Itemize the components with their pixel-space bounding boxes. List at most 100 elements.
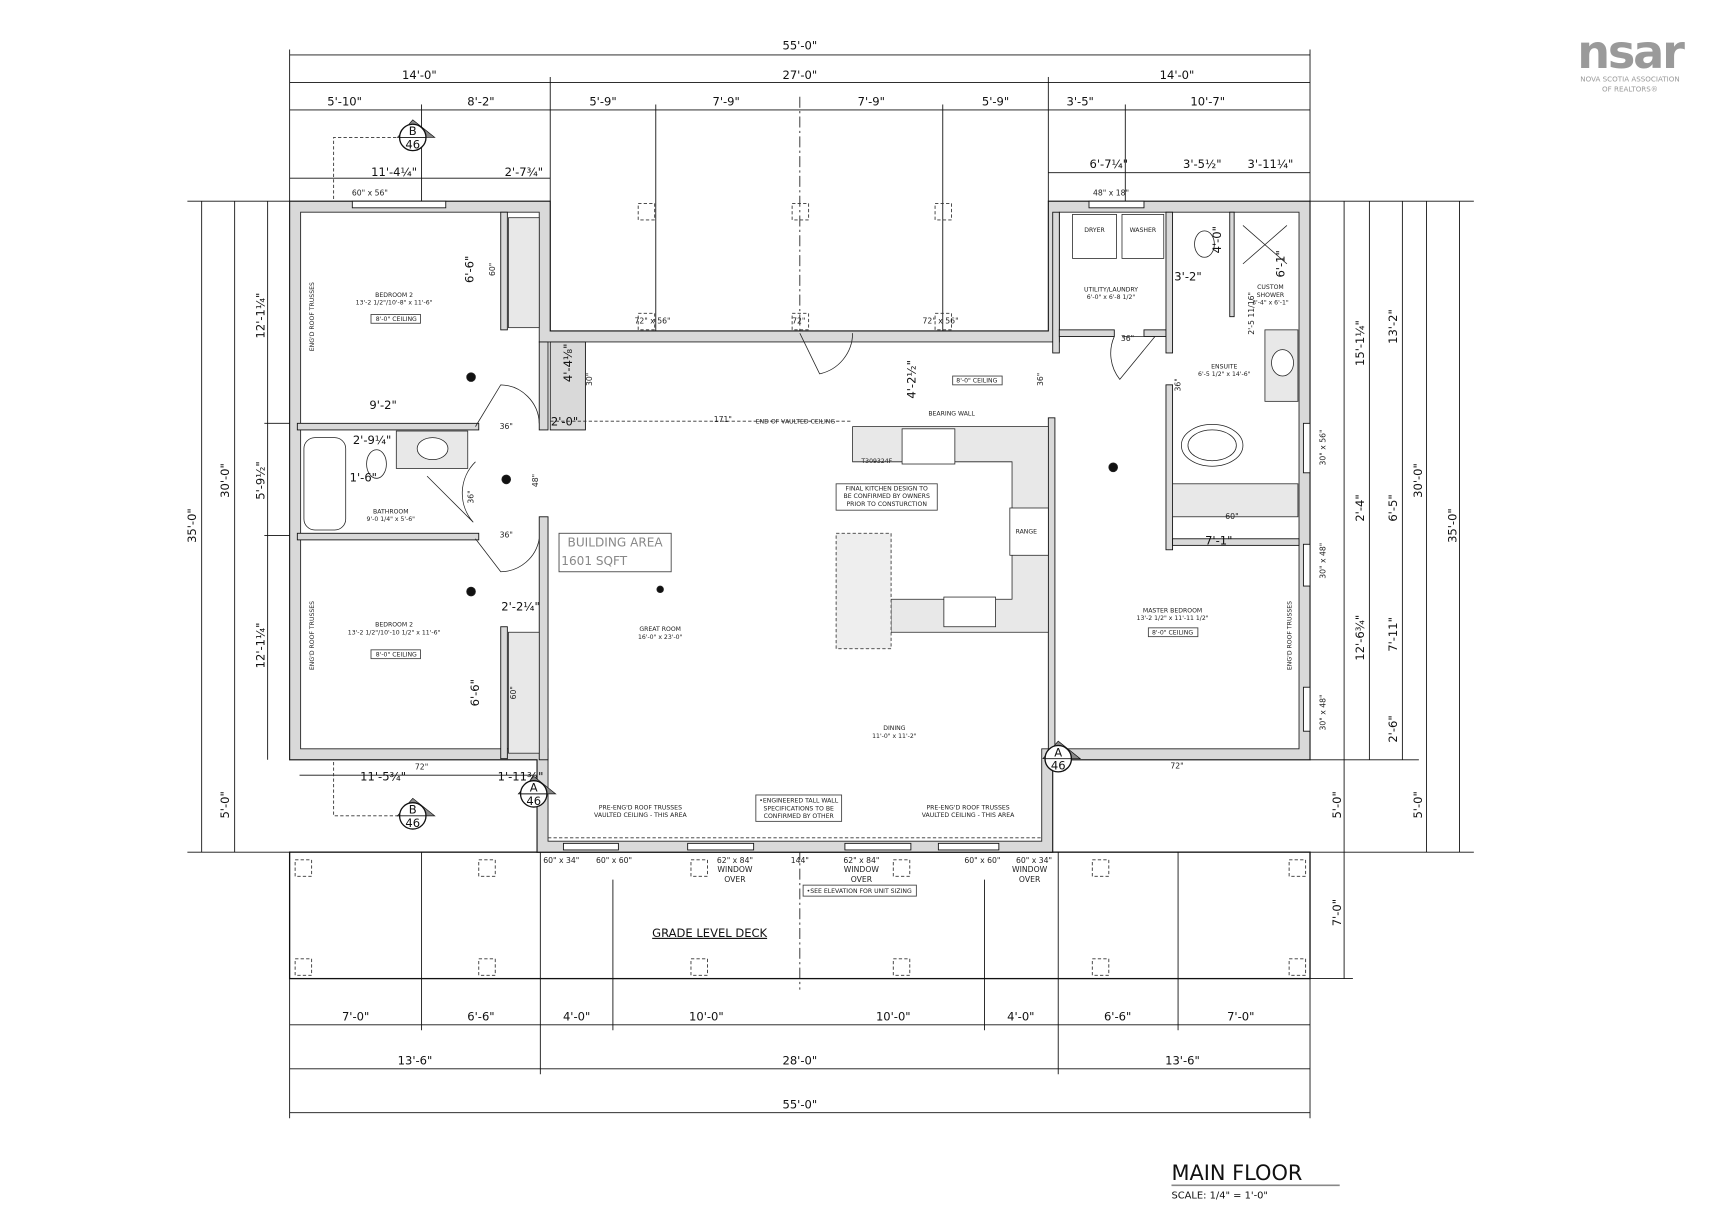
- size-label: 60" x 60": [964, 856, 1000, 865]
- dimension-label: 27'-0": [782, 68, 817, 82]
- size-label: 48": [531, 474, 540, 487]
- dimension-label: 5'-10": [327, 95, 362, 109]
- dimension-label: 12'-6¾": [1353, 615, 1367, 661]
- dimension-label: 2'-9¼": [353, 433, 392, 447]
- dimension-label: 7'-9": [712, 95, 739, 109]
- size-label: 62" x 84": [843, 856, 879, 865]
- section-sheet: 46: [405, 137, 420, 151]
- room-name: ENSUITE: [1211, 363, 1237, 370]
- size-label: 60" x 34": [543, 856, 579, 865]
- section-marker: B46: [396, 797, 436, 830]
- dimension-label: 5'-0": [1411, 791, 1425, 818]
- interior-walls: [296, 211, 1300, 761]
- room-size: 6'-5 1/2" x 14'-6": [1198, 371, 1251, 378]
- vaulted-note: VAULTED CEILING - THIS AREA: [922, 812, 1015, 819]
- ceiling-label: 8'-0" CEILING: [376, 651, 417, 658]
- dryer-label: DRYER: [1084, 227, 1105, 234]
- section-letter: A: [1054, 745, 1062, 759]
- room-name: UTILITY/LAUNDRY: [1084, 286, 1138, 293]
- ensuite-toilet: [1194, 230, 1215, 258]
- size-label: 60" x 34": [1016, 856, 1052, 865]
- dimension-label: 7'-0": [1227, 1009, 1254, 1023]
- dimension-label: 6'-7¼": [1090, 157, 1128, 171]
- dimension-label: 14'-0": [1160, 68, 1195, 82]
- window-over: WINDOW: [717, 865, 753, 874]
- window-over: WINDOW: [1012, 865, 1048, 874]
- dimension-label: 1'-6": [350, 471, 377, 485]
- section-sheet: 46: [526, 794, 541, 808]
- dimension-label: 15'-1¼": [1353, 320, 1367, 366]
- building-area-value: 1601 SQFT: [561, 554, 627, 568]
- size-label: 36": [1036, 373, 1045, 386]
- generated-labels: 55'-0"14'-0"27'-0"14'-0"5'-10"8'-2"5'-9"…: [185, 38, 1459, 1111]
- window-over: OVER: [724, 875, 746, 884]
- dimension-label: 6'-6": [468, 679, 482, 706]
- size-label: 48" x 18": [1093, 189, 1129, 198]
- size-label: 30": [585, 373, 594, 386]
- size-label: 60": [509, 686, 518, 699]
- windows: [351, 200, 1311, 851]
- dimension-label: 5'-0": [218, 791, 232, 818]
- room-name: BEDROOM 2: [375, 622, 413, 629]
- kitchen-note: PRIOR TO CONSTURCTION: [846, 501, 926, 508]
- vaulted-note: PRE-ENG'D ROOF TRUSSES: [599, 804, 682, 811]
- room-name: MASTER BEDROOM: [1143, 607, 1202, 614]
- section-letter: A: [530, 781, 538, 795]
- room-size: 3'-4" x 6'-1": [1252, 300, 1289, 307]
- dimension-label: 28'-0": [782, 1053, 817, 1067]
- end-vaulted-label: END OF VAULTED CEILING: [756, 418, 836, 425]
- dimension-label: 11'-5¾": [360, 770, 406, 784]
- svg-text:NOVA SCOTIA ASSOCIATION: NOVA SCOTIA ASSOCIATION: [1580, 74, 1679, 83]
- size-label: 60": [1225, 512, 1238, 521]
- washer: [1121, 214, 1165, 259]
- room-size: 11'-0" x 11'-2": [872, 733, 917, 740]
- window-over: WINDOW: [844, 865, 880, 874]
- dimension-label: 4'-0": [1007, 1009, 1034, 1023]
- dimension-label: 10'-0": [876, 1009, 911, 1023]
- dimension-label: 7'-0": [1330, 899, 1344, 926]
- bathtub: [303, 437, 347, 531]
- dimension-label: 7'-11": [1386, 617, 1400, 652]
- dimension-label: 2'-2¼": [501, 599, 540, 613]
- freestanding-tub: [1180, 424, 1244, 467]
- size-label: 36": [466, 490, 475, 503]
- size-label: 60" x 60": [596, 856, 632, 865]
- dimension-label: 10'-0": [689, 1009, 724, 1023]
- dimension-label: 30'-0": [1411, 463, 1425, 498]
- dimension-label: 2'-6": [1386, 715, 1400, 742]
- window-over: OVER: [851, 875, 873, 884]
- dimension-label: 3'-11¼": [1248, 157, 1294, 171]
- dimension-label: 8'-2": [467, 95, 494, 109]
- fixtures: [303, 214, 1299, 839]
- dimension-label: 55'-0": [782, 1097, 817, 1111]
- size-label: 72" x 56": [634, 316, 670, 325]
- fridge-model: T309324F: [860, 458, 892, 465]
- dimension-label: 5'-9": [589, 95, 616, 109]
- deck-label: GRADE LEVEL DECK: [652, 926, 767, 940]
- ceiling-label: 8'-0" CEILING: [376, 316, 417, 323]
- size-label: 72": [1170, 762, 1183, 771]
- dimension-label: 10'-7": [1190, 95, 1225, 109]
- dimension-label: 2'-0": [551, 415, 578, 429]
- dimension-label: 5'-9": [982, 95, 1009, 109]
- washer-label: WASHER: [1130, 227, 1157, 234]
- kitchen-island: [835, 532, 892, 650]
- section-sheet: 46: [405, 816, 420, 830]
- size-label: 2'-5 11/16": [1247, 292, 1256, 335]
- truss-note: ENG'D ROOF TRUSSES: [1286, 601, 1293, 670]
- room-size: 9'-0 1/4" x 5'-6": [367, 516, 416, 523]
- elevation-note: •SEE ELEVATION FOR UNIT SIZING: [807, 888, 912, 895]
- ceiling-label: 8'-0" CEILING: [1152, 629, 1193, 636]
- size-label: 72": [792, 316, 805, 325]
- dimension-label: 13'-6": [398, 1053, 433, 1067]
- size-label: 36": [1121, 334, 1134, 343]
- dimension-label: 4'-4⅛": [561, 344, 575, 383]
- fridge: [901, 428, 956, 465]
- size-label: 144": [791, 856, 809, 865]
- section-letter: B: [409, 124, 417, 138]
- section-sheet: 46: [1051, 759, 1066, 773]
- room-name: BATHROOM: [373, 508, 409, 515]
- room-size: 16'-0" x 23'-0": [638, 634, 683, 641]
- dimension-label: 4'-2½": [904, 360, 918, 399]
